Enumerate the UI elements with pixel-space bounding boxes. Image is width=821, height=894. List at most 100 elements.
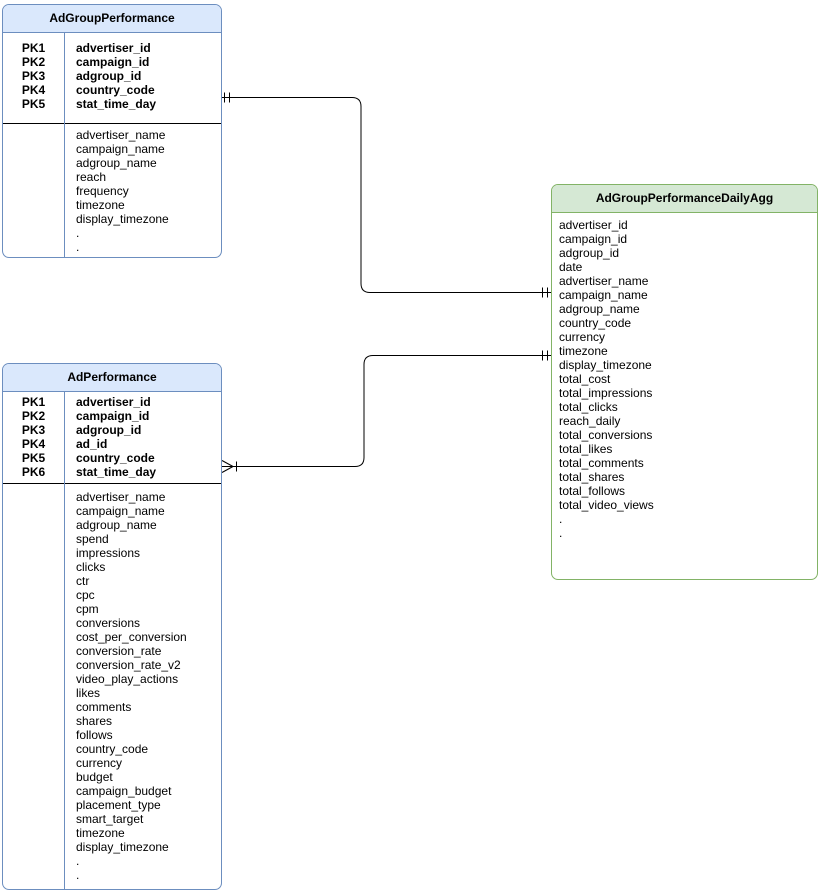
pk-key-label: PK2 (21, 55, 46, 69)
pk-key-spacer (3, 868, 64, 882)
field-row: . (3, 854, 221, 868)
field-name: . (76, 868, 80, 882)
field-name: conversion_rate (76, 644, 162, 658)
field-name: impressions (76, 546, 141, 560)
field-name: display_timezone (76, 840, 169, 854)
field-row: campaign_name (3, 504, 221, 518)
field-name: timezone (559, 344, 608, 358)
pk-column-divider (64, 33, 65, 257)
field-name: advertiser_name (559, 274, 649, 288)
pk-row: PK4 country_code (3, 83, 221, 97)
pk-key-label: PK4 (21, 83, 46, 97)
field-name: total_shares (559, 470, 625, 484)
field-name: advertiser_id (559, 218, 628, 232)
field-row: placement_type (3, 798, 221, 812)
field-name: . (76, 240, 80, 254)
pk-key-spacer (3, 518, 64, 532)
pk-key-spacer (3, 198, 64, 212)
pk-key-spacer (3, 728, 64, 742)
field-row: advertiser_name (552, 274, 817, 288)
field-name: total_impressions (559, 386, 653, 400)
field-row: reach (3, 170, 221, 184)
field-name: currency (76, 756, 123, 770)
field-row: display_timezone (3, 840, 221, 854)
field-name: timezone (76, 198, 125, 212)
pk-field-name: country_code (76, 83, 155, 97)
pk-key-spacer (3, 128, 64, 142)
field-name: shares (76, 714, 113, 728)
pk-key-spacer (3, 602, 64, 616)
field-row: adgroup_name (3, 156, 221, 170)
pk-key-spacer (3, 170, 64, 184)
cardinality-one-and-only-one-icon (542, 350, 548, 361)
section-divider (3, 483, 221, 484)
pk-field-name: advertiser_id (76, 395, 151, 409)
field-row: currency (3, 756, 221, 770)
pk-key-spacer (3, 840, 64, 854)
field-row: frequency (3, 184, 221, 198)
field-row: cpm (3, 602, 221, 616)
field-row: budget (3, 770, 221, 784)
field-row: video_play_actions (3, 672, 221, 686)
pk-field-name: stat_time_day (76, 465, 157, 479)
field-row: total_likes (552, 442, 817, 456)
entity-adgroupperformancedailyagg: AdGroupPerformanceDailyAgg advertiser_id… (551, 184, 818, 580)
pk-key-spacer (3, 672, 64, 686)
field-row: shares (3, 714, 221, 728)
field-row: . (552, 526, 817, 540)
field-row: country_code (3, 742, 221, 756)
field-row: adgroup_name (552, 302, 817, 316)
field-row: follows (3, 728, 221, 742)
field-row: date (552, 260, 817, 274)
field-row: total_comments (552, 456, 817, 470)
field-name: clicks (76, 560, 106, 574)
field-name: conversions (76, 616, 141, 630)
field-name: total_clicks (559, 400, 618, 414)
field-name: follows (76, 728, 113, 742)
field-row: total_clicks (552, 400, 817, 414)
pk-key-label: PK1 (21, 41, 46, 55)
field-row: campaign_name (552, 288, 817, 302)
entity-title: AdPerformance (3, 364, 221, 392)
field-row: cpc (3, 588, 221, 602)
field-name: cpm (76, 602, 99, 616)
field-name: total_follows (559, 484, 626, 498)
field-row: spend (3, 532, 221, 546)
pk-key-spacer (3, 142, 64, 156)
field-row: cost_per_conversion (3, 630, 221, 644)
entity-title: AdGroupPerformance (3, 5, 221, 33)
pk-key-spacer (3, 630, 64, 644)
field-name: campaign_name (76, 504, 165, 518)
field-row: timezone (3, 198, 221, 212)
cardinality-one-and-only-one-icon (224, 92, 230, 103)
field-name: advertiser_name (76, 490, 166, 504)
pk-key-spacer (3, 490, 64, 504)
pk-field-name: advertiser_id (76, 41, 151, 55)
field-name: . (559, 512, 563, 526)
pk-key-spacer (3, 546, 64, 560)
pk-key-label: PK5 (21, 97, 46, 111)
pk-key-label: PK1 (21, 395, 46, 409)
field-name: comments (76, 700, 132, 714)
field-row: total_impressions (552, 386, 817, 400)
field-name: ctr (76, 574, 90, 588)
pk-key-spacer (3, 756, 64, 770)
field-name: country_code (76, 742, 149, 756)
pk-key-spacer (3, 574, 64, 588)
field-name: conversion_rate_v2 (76, 658, 181, 672)
pk-key-label: PK5 (21, 451, 46, 465)
pk-key-spacer (3, 826, 64, 840)
field-row: likes (3, 686, 221, 700)
field-name: display_timezone (559, 358, 652, 372)
